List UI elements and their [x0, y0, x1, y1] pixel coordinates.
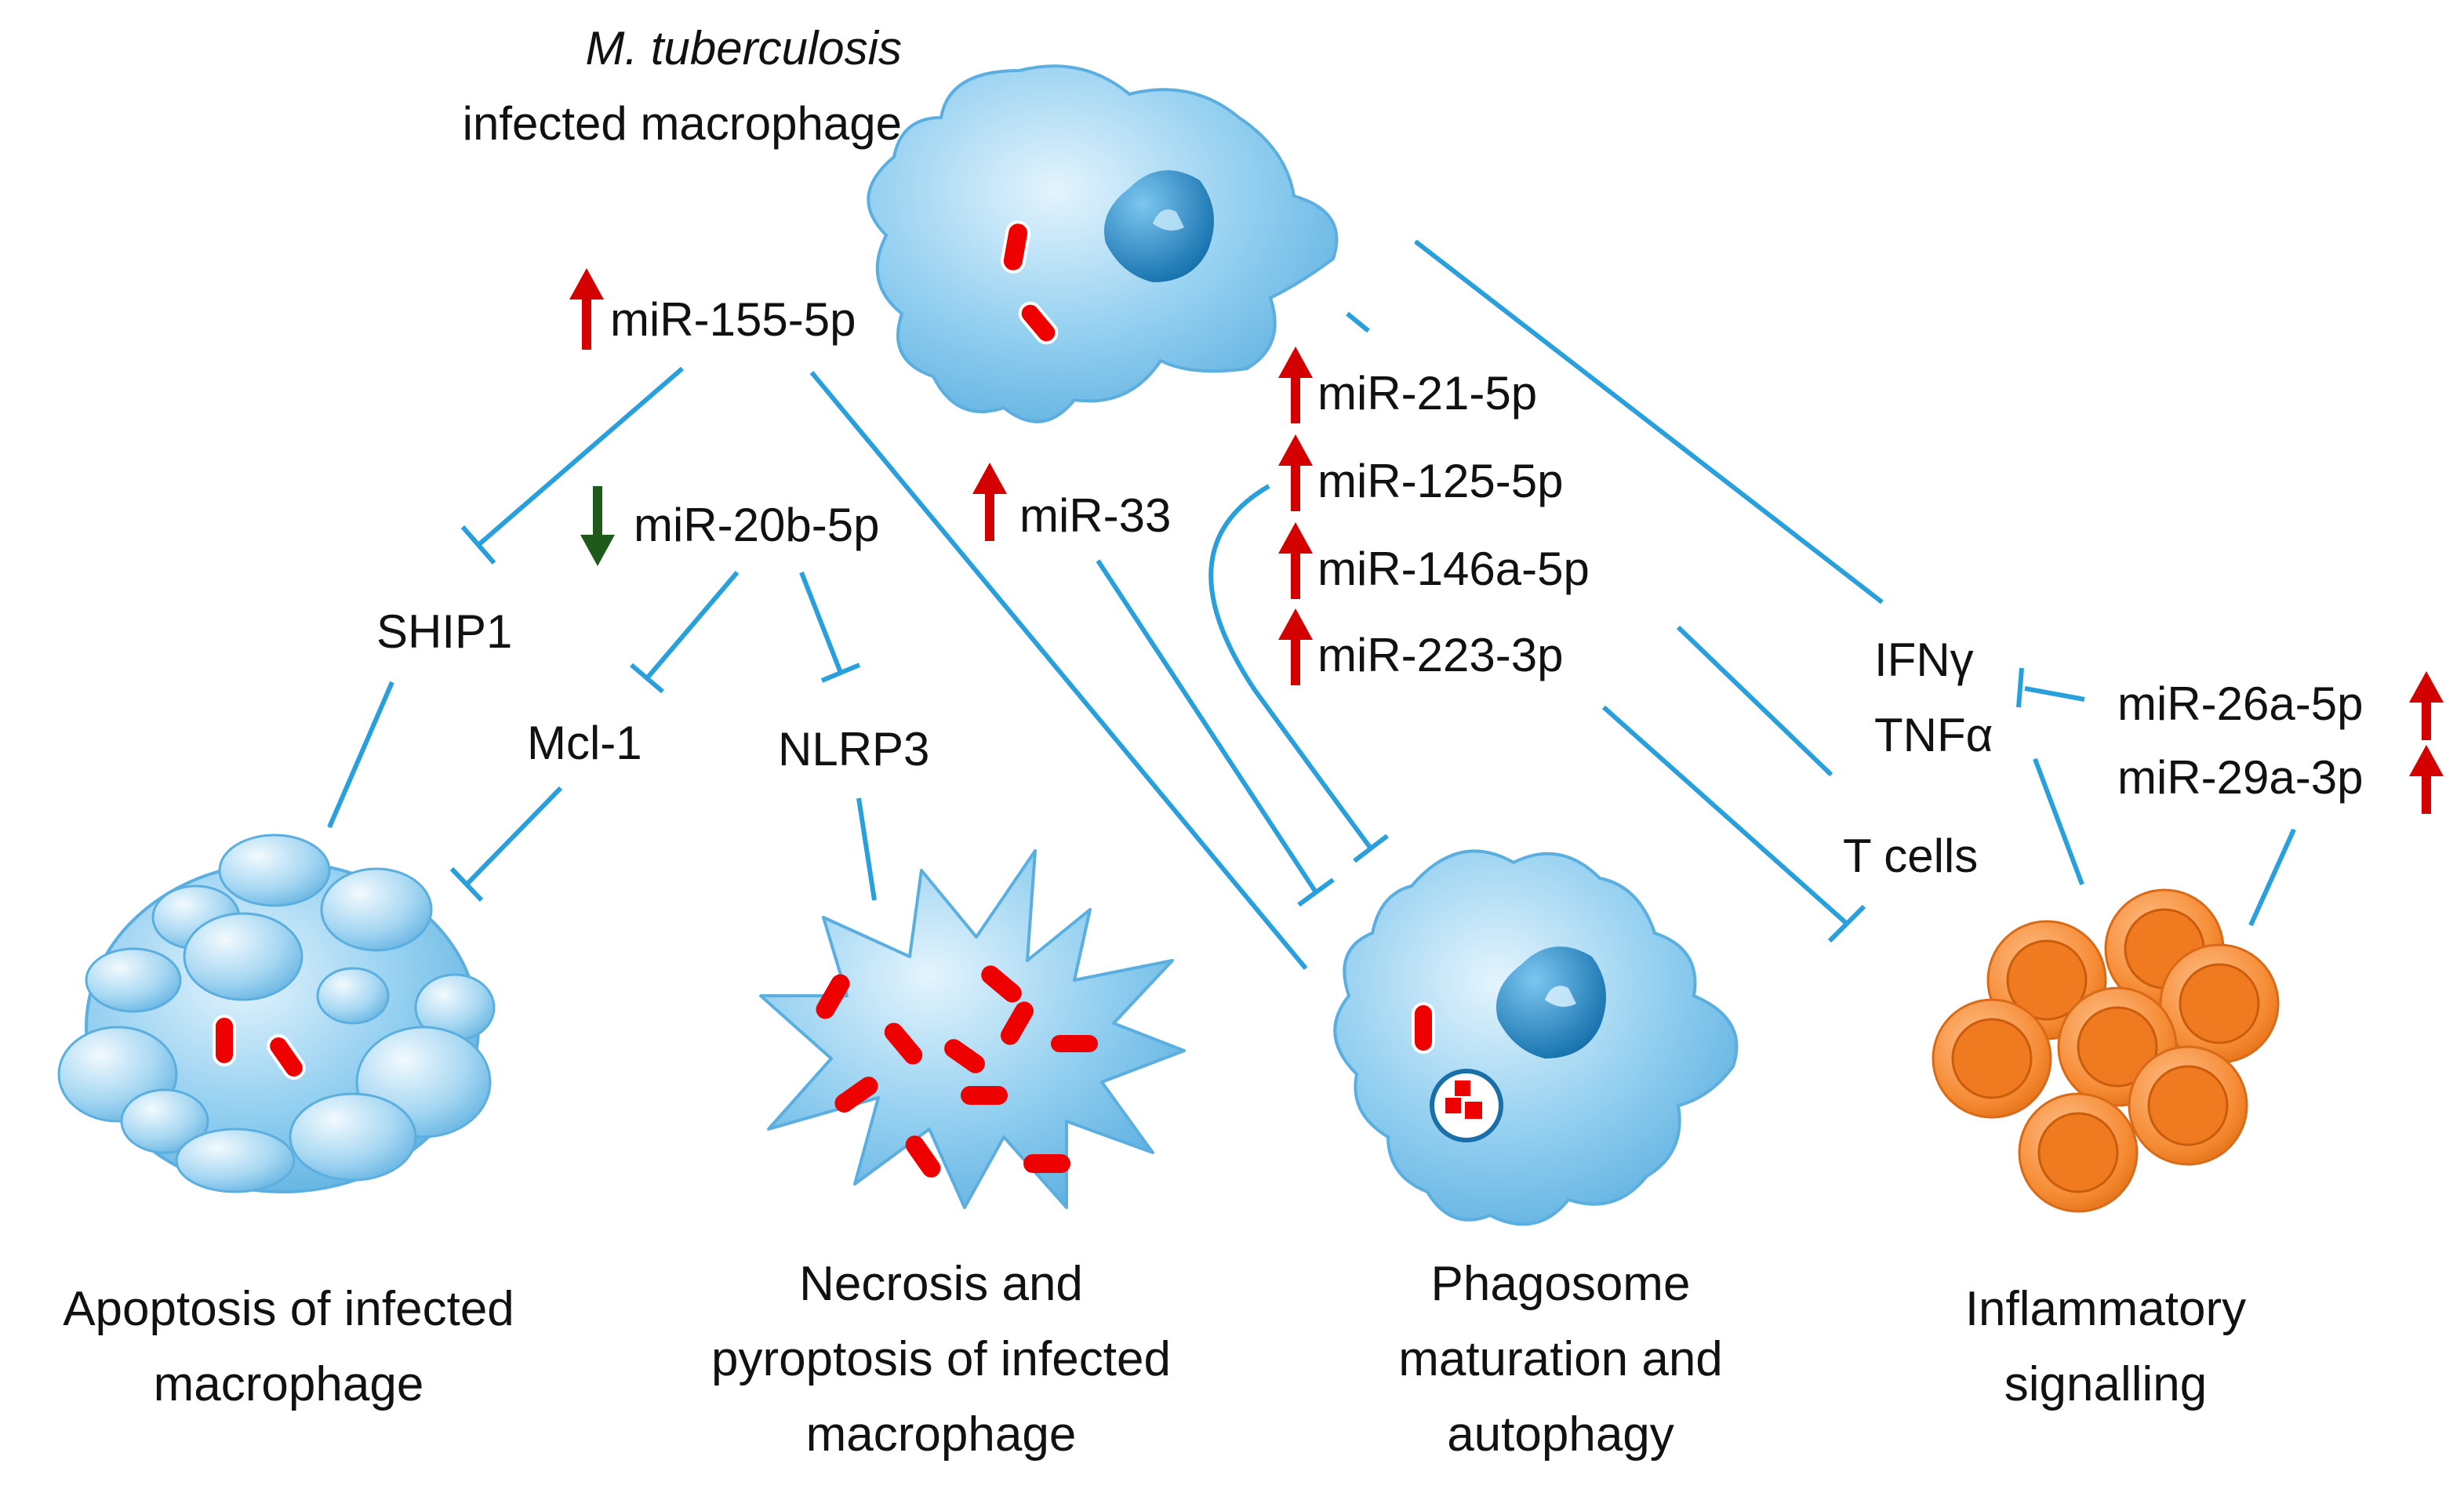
label-ifng: IFNγ [1874, 634, 1974, 686]
activate-cells-tnfa [2033, 757, 2084, 886]
up-arrow-mir33 [972, 463, 1007, 541]
inhibit-mir223-tcells [1602, 705, 1848, 926]
activate-mir146a-tcells [1676, 625, 1833, 777]
caption-apoptosis-2: macrophage [154, 1357, 424, 1411]
inhibit-mir26a-ifng [2024, 686, 2085, 702]
label-tcells: T cells [1843, 830, 1978, 882]
label-ship1: SHIP1 [376, 605, 512, 658]
activate-mir155-phagosome [809, 371, 1308, 970]
inhibit-mcl1-apoptosis [464, 786, 563, 887]
necrotic-cell-icon [759, 849, 1186, 1209]
inhibit-mir125-phagosome [1208, 484, 1373, 850]
label-mir21: miR-21-5p [1317, 367, 1537, 419]
immune-cells-icon [1932, 888, 2280, 1213]
caption-inflammatory-2: signalling [2004, 1357, 2208, 1411]
label-mir20b: miR-20b-5p [634, 499, 879, 551]
title-line1: M. tuberculosis [586, 22, 902, 74]
inhibit-mir33-phagosome [1096, 559, 1318, 894]
infected-macrophage-icon [867, 64, 1339, 423]
label-nlrp3: NLRP3 [778, 723, 929, 775]
caption-phagosome-3: autophagy [1447, 1407, 1674, 1462]
autophagy-macrophage-icon [1333, 849, 1739, 1226]
activate-ifng-macrophage [1414, 239, 1884, 605]
caption-necrosis-3: macrophage [806, 1407, 1077, 1462]
activate-nlrp3-necrosis [856, 797, 877, 902]
caption-phagosome-1: Phagosome [1431, 1257, 1691, 1311]
up-arrow-mir146a [1278, 522, 1313, 599]
title-line2: infected macrophage [463, 97, 902, 150]
caption-apoptosis-1: Apoptosis of infected [63, 1282, 514, 1336]
inhibit-mir20b-nlrp3 [799, 571, 843, 674]
caption-necrosis-1: Necrosis and [799, 1257, 1083, 1311]
up-arrow-mir26a [2409, 671, 2444, 740]
up-arrow-mir21 [1278, 347, 1313, 423]
caption-necrosis-2: pyroptosis of infected [711, 1332, 1171, 1386]
activate-ship1-apoptosis [327, 681, 394, 829]
label-tnfa: TNFα [1874, 709, 1993, 761]
inhibit-mir155-ship1 [477, 366, 684, 547]
regulation-arrows [569, 268, 2444, 814]
label-mir33: miR-33 [1019, 489, 1171, 542]
label-mir146a: miR-146a-5p [1317, 543, 1590, 595]
up-arrow-mir125 [1278, 434, 1313, 511]
label-mcl1: Mcl-1 [527, 717, 642, 769]
inhibit-mir20b-mcl1 [645, 571, 740, 680]
up-arrow-mir29a [2409, 745, 2444, 814]
down-arrow-mir20b [580, 486, 615, 566]
connectors [327, 239, 2296, 970]
label-mir125: miR-125-5p [1317, 455, 1563, 507]
apoptotic-cell-icon [57, 833, 496, 1193]
caption-inflammatory-1: Inflammatory [1965, 1282, 2246, 1336]
caption-phagosome-2: maturation and [1398, 1332, 1723, 1386]
up-arrow-mir155 [569, 268, 604, 350]
label-mir223: miR-223-3p [1317, 629, 1563, 681]
label-mir26a: miR-26a-5p [2117, 677, 2363, 730]
up-arrow-mir223 [1278, 608, 1313, 685]
label-mir155: miR-155-5p [610, 293, 856, 346]
label-mir29a: miR-29a-3p [2117, 751, 2363, 804]
activate-cells-mir29a [2248, 828, 2296, 927]
